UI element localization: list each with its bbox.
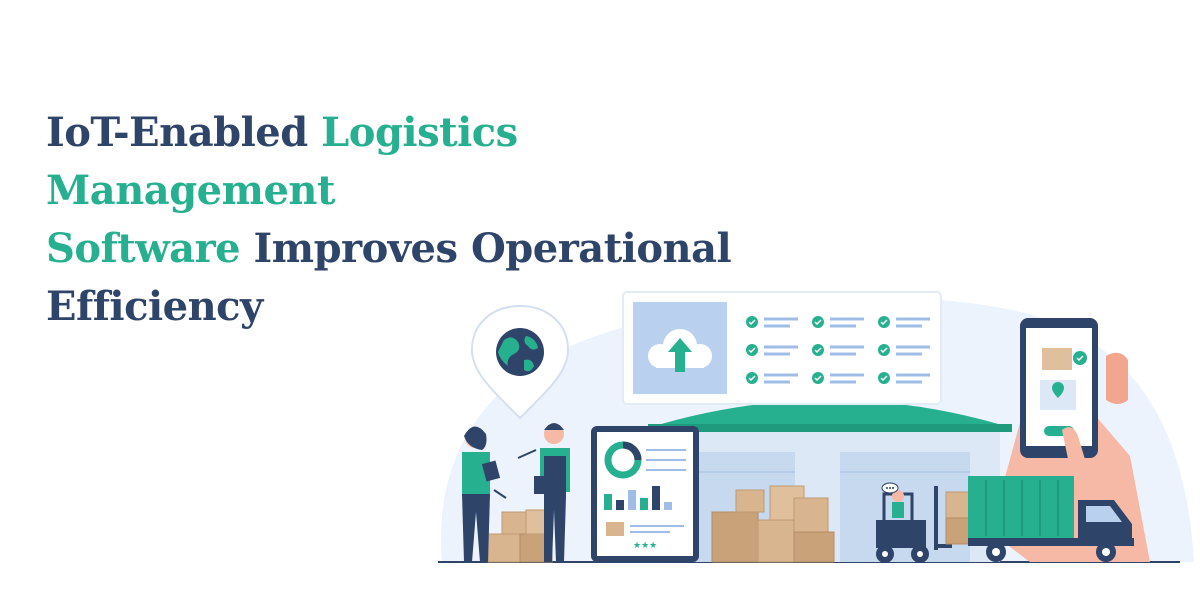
page-title: IoT-Enabled Logistics Management Softwar… <box>46 104 766 336</box>
location-pin-icon <box>470 304 570 420</box>
checklist <box>746 316 930 384</box>
star-icon: ★★★ <box>633 541 657 551</box>
cloud-upload-icon <box>648 329 712 372</box>
title-part-software: Software <box>46 225 241 272</box>
logistics-illustration: ★★★ <box>438 291 1194 563</box>
worker-man <box>517 423 570 562</box>
checkmark-icon <box>746 372 758 384</box>
analytics-tablet: ★★★ <box>591 426 699 562</box>
delivery-truck-icon <box>968 476 1134 562</box>
worker-woman <box>462 426 507 562</box>
checkmark-icon <box>878 372 890 384</box>
checkmark-icon <box>878 316 890 328</box>
cardboard-box-icon <box>945 491 971 545</box>
donut-chart-icon <box>604 441 642 479</box>
checkmark-icon <box>812 316 824 328</box>
checkmark-icon <box>812 372 824 384</box>
title-part-logistics: Logistics Management <box>46 109 518 214</box>
checkmark-icon <box>746 344 758 356</box>
checkmark-icon <box>812 344 824 356</box>
globe-icon <box>496 328 544 376</box>
map-pin-icon <box>1052 382 1064 398</box>
bar-chart-icon <box>604 486 672 510</box>
smartphone-icon <box>1020 318 1098 458</box>
checkmark-icon <box>878 344 890 356</box>
forklift-icon <box>876 482 952 563</box>
cardboard-box-icon <box>711 485 835 563</box>
title-part-improves: Improves Operational <box>240 225 732 272</box>
title-part-iot: IoT-Enabled <box>46 109 322 156</box>
dashboard-panel <box>622 291 942 405</box>
title-part-efficiency: Efficiency <box>46 283 263 330</box>
checkmark-icon <box>746 316 758 328</box>
